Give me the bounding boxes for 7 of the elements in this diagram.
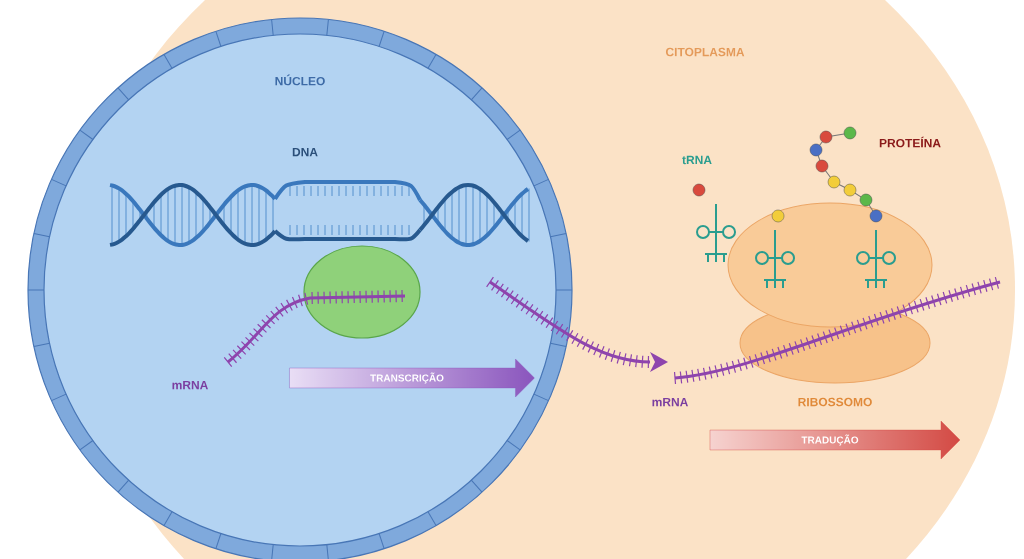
ribosome: RIBOSSOMO <box>727 202 933 407</box>
trna-label: tRNA <box>682 155 712 165</box>
protein-label: PROTEÍNA <box>879 136 941 148</box>
mrna-label: mRNA <box>652 397 688 407</box>
dna-label: DNA <box>292 147 318 157</box>
node-label: RIBOSSOMO <box>798 397 872 407</box>
mrna-label: mRNA <box>172 380 208 390</box>
